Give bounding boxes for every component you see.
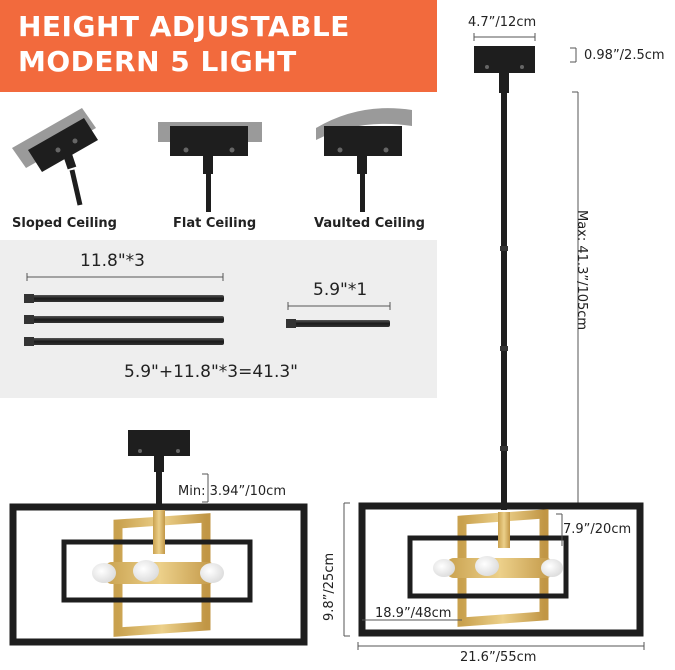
flat-ceiling-mount: [158, 122, 262, 212]
title-line-1: HEIGHT ADJUSTABLE: [18, 10, 350, 43]
sloped-ceiling-mount: [12, 108, 98, 206]
fixture-height-label: 9.8”/25cm: [322, 552, 337, 621]
min-height-label: Min: 3.94”/10cm: [178, 484, 286, 499]
short-rod-label: 5.9"*1: [313, 280, 368, 300]
max-height-label: Max: 41.3”/105cm: [574, 210, 589, 331]
vaulted-ceiling-label: Vaulted Ceiling: [314, 216, 425, 231]
sloped-ceiling-label: Sloped Ceiling: [12, 216, 117, 231]
canopy-width-label: 4.7”/12cm: [468, 15, 537, 30]
inner-width-label: 18.9”/48cm: [375, 606, 452, 621]
title-banner: HEIGHT ADJUSTABLE MODERN 5 LIGHT: [0, 0, 437, 92]
fixture-width-label: 21.6”/55cm: [460, 650, 537, 665]
rod-formula: 5.9"+11.8"*3=41.3": [124, 362, 299, 382]
tall-fixture: [343, 33, 645, 650]
flat-ceiling-label: Flat Ceiling: [173, 216, 257, 231]
title-line-2: MODERN 5 LIGHT: [18, 45, 297, 78]
inner-height-label: 7.9”/20cm: [563, 522, 632, 537]
vaulted-ceiling-mount: [316, 108, 412, 212]
long-rod-label: 11.8"*3: [80, 251, 145, 271]
rod-set: [24, 273, 391, 346]
canopy-height-label: 0.98”/2.5cm: [584, 48, 665, 63]
short-fixture: [9, 430, 308, 646]
